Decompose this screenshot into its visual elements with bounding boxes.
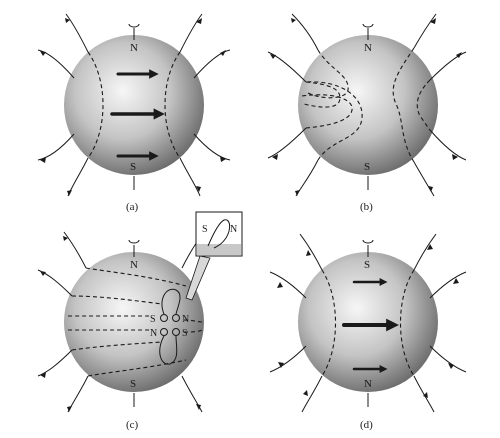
south-pole-label: S (130, 378, 136, 390)
spot-polarity-label: N (182, 314, 189, 325)
external-field-lines (269, 233, 467, 413)
sunspot-icon (172, 328, 180, 336)
field-direction-arrows (270, 18, 462, 196)
rotation-icon (128, 23, 140, 28)
panel-c: S N N S S N N S (c) (37, 211, 243, 431)
north-pole-label: N (364, 378, 372, 390)
internal-field-lines (321, 269, 415, 377)
inset-box: S N (195, 211, 243, 257)
internal-field-lines (301, 47, 431, 163)
north-pole-label: N (130, 42, 138, 54)
external-field-lines (267, 13, 467, 197)
rotation-icon (362, 23, 374, 28)
sunspot-icon (160, 314, 168, 322)
panel-caption: (a) (126, 201, 139, 213)
sunspot-icon (172, 314, 180, 322)
field-direction-arrows (40, 18, 226, 196)
south-pole-label: S (364, 161, 370, 173)
sun-sphere (298, 35, 438, 175)
south-pole-label: S (364, 259, 370, 271)
panel-caption: (d) (360, 419, 373, 431)
spot-polarity-label: S (182, 328, 188, 339)
rotation-icon (362, 239, 374, 244)
sunspot-pairs (160, 314, 180, 336)
north-pole-label: N (130, 259, 138, 271)
north-pole-label: N (364, 42, 372, 54)
panel-b: N S (b) (267, 13, 467, 213)
panel-caption: (c) (126, 419, 139, 431)
sun-sphere (64, 252, 204, 392)
panel-d: S N (d) (269, 233, 467, 431)
inset-polarity-label: S (202, 224, 208, 235)
sunspot-icon (160, 328, 168, 336)
toroidal-flux-arrows (110, 69, 165, 161)
inset-pointer (185, 255, 211, 301)
inset-polarity-label: N (230, 224, 237, 235)
panel-caption: (b) (360, 201, 373, 213)
internal-field-lines (67, 267, 203, 377)
spot-polarity-label: N (150, 328, 157, 339)
south-pole-label: S (130, 161, 136, 173)
sun-sphere (298, 252, 438, 392)
rotation-icon (128, 239, 140, 244)
field-direction-arrows (277, 244, 459, 398)
flux-loops (159, 288, 181, 365)
spot-polarity-label: S (150, 314, 156, 325)
inset-loop (207, 219, 231, 249)
internal-field-lines (87, 51, 181, 159)
panel-a: N S (a) (37, 13, 231, 213)
sun-sphere (64, 35, 204, 175)
toroidal-flux-arrows (342, 277, 399, 374)
external-field-lines (37, 13, 231, 197)
